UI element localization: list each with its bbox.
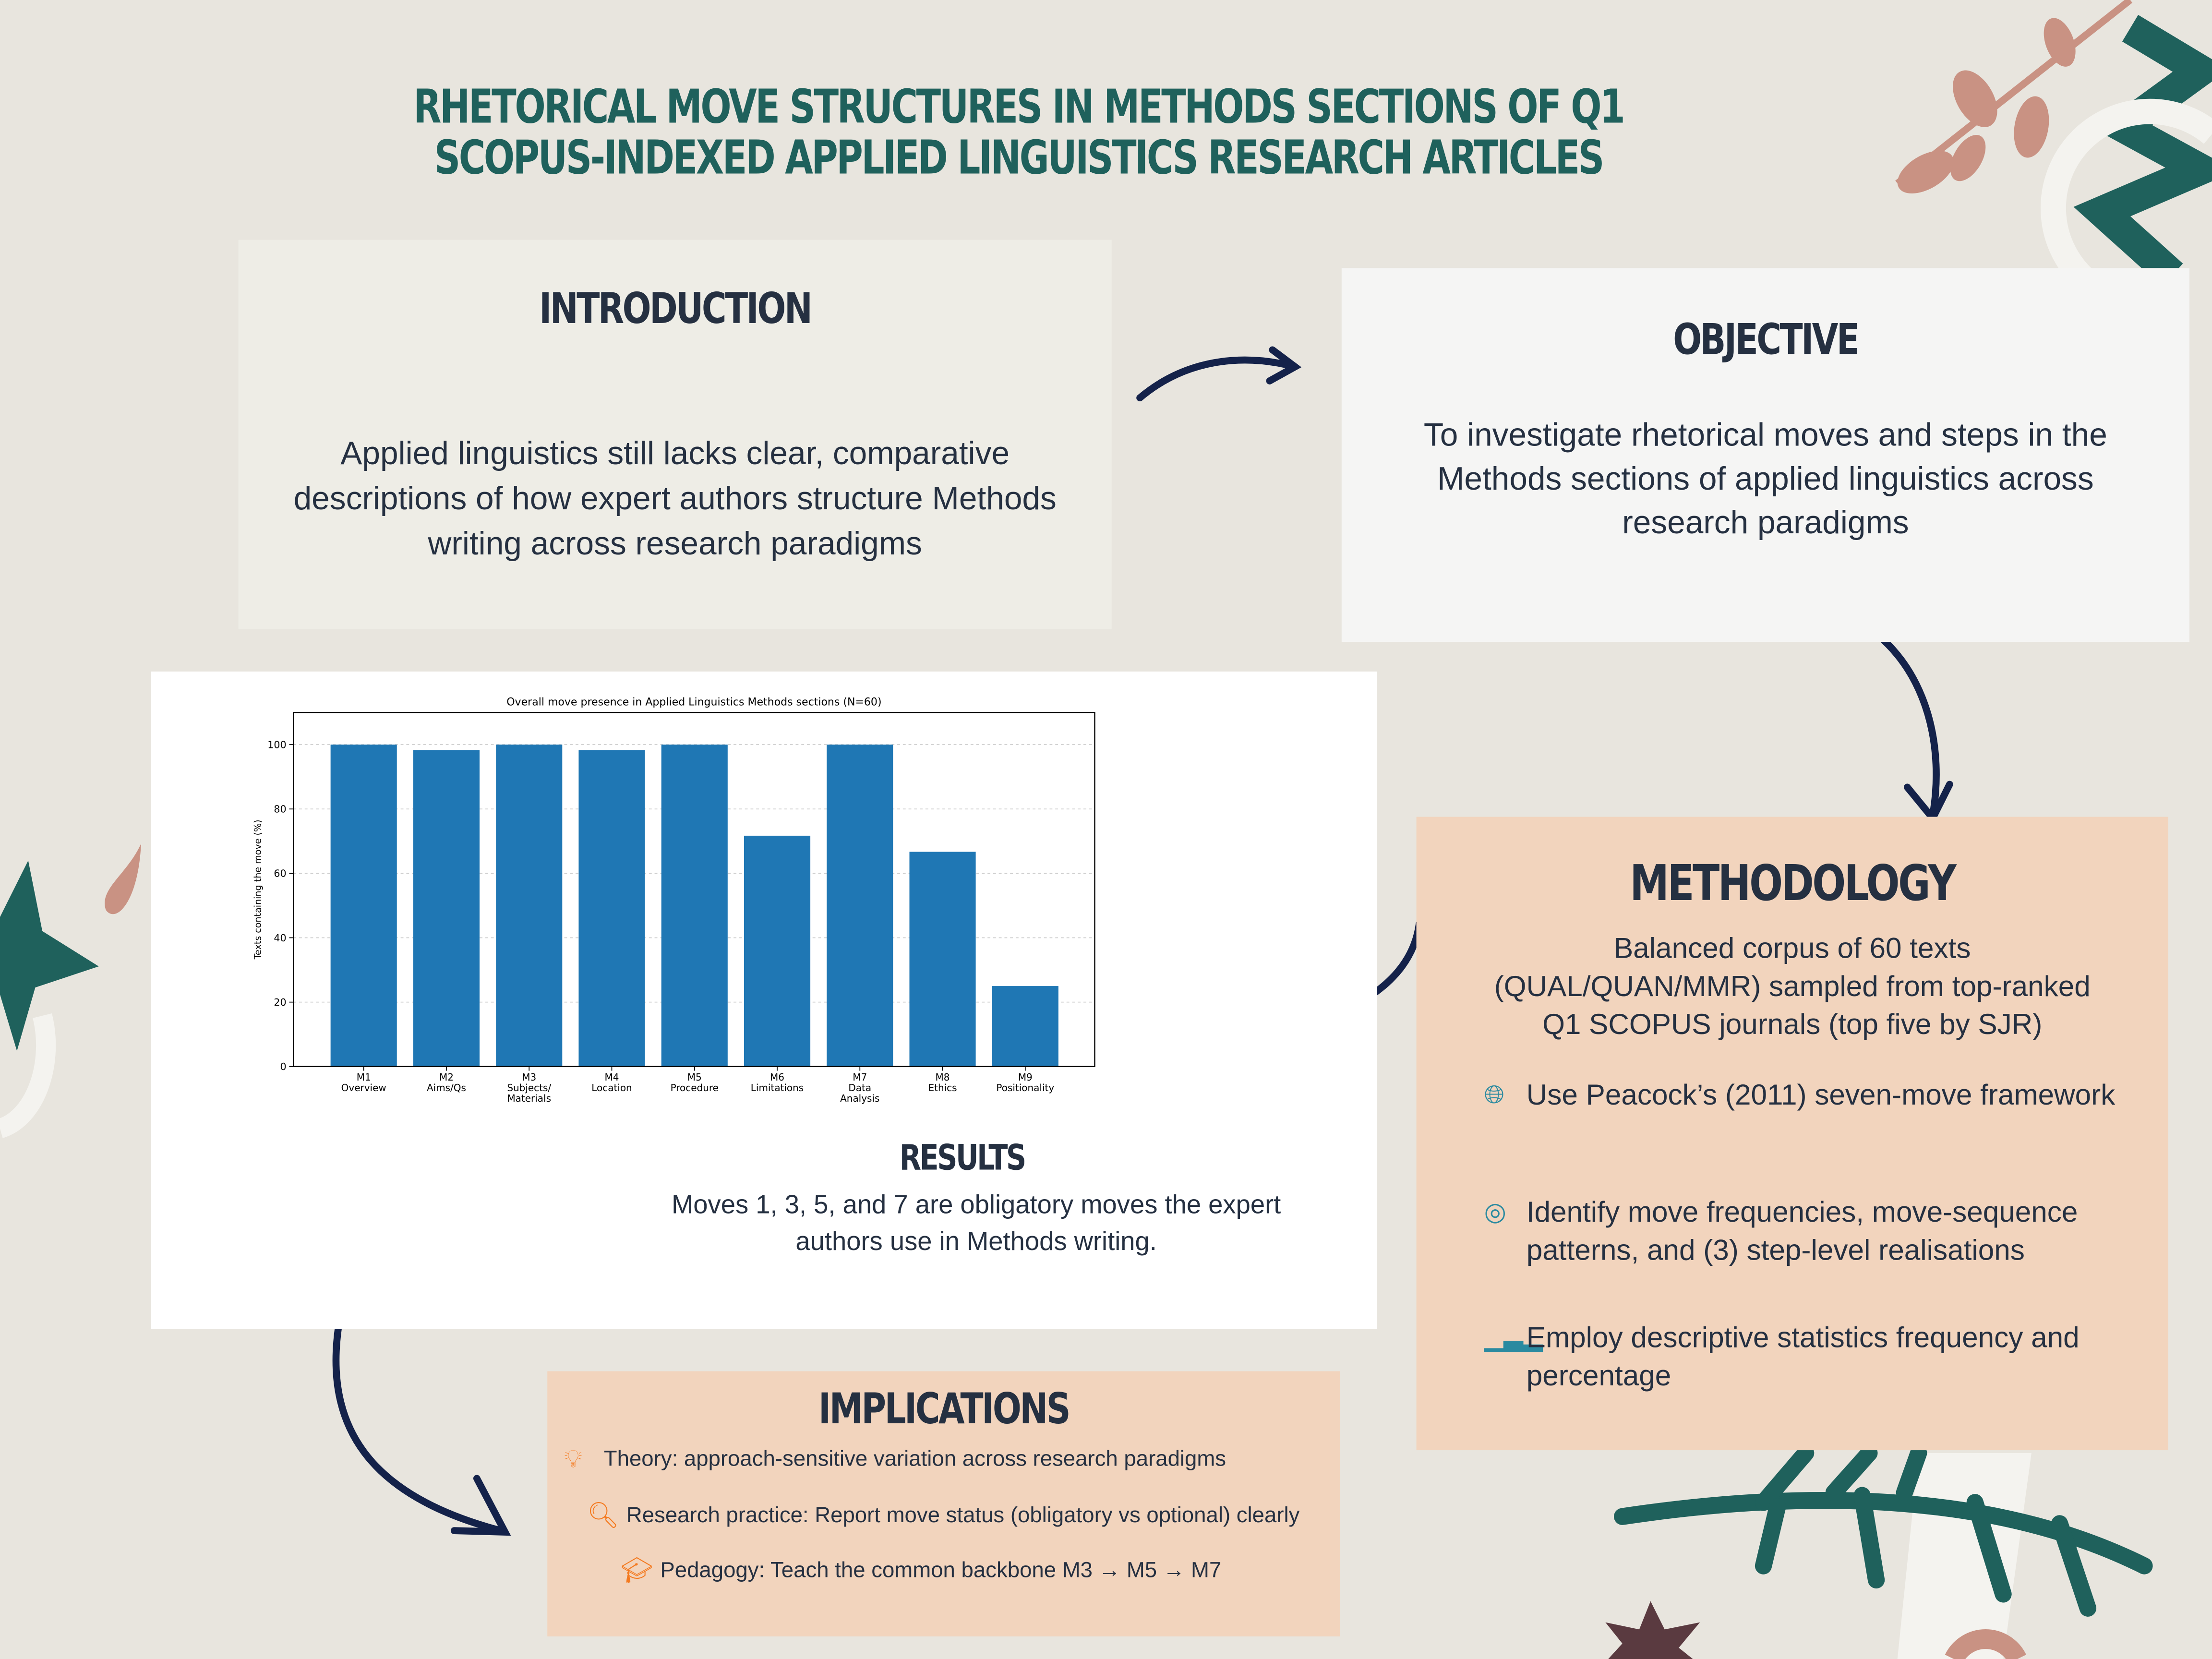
- zigzag-icon: [2073, 15, 2212, 287]
- methodology-item: 🌐︎ Use Peacock’s (2011) seven-move framew…: [1484, 1076, 2162, 1114]
- move-presence-chart: Overall move presence in Applied Linguis…: [252, 696, 1095, 1104]
- bar-m6: [744, 835, 811, 1067]
- bar-m5: [661, 745, 728, 1067]
- bar-m9: [992, 986, 1058, 1067]
- x-tick-label: M3: [522, 1071, 536, 1083]
- methodology-panel: METHODOLOGY Balanced corpus of 60 texts …: [1416, 817, 2168, 1451]
- bar-chart-icon: ▁▃▂: [1484, 1323, 1543, 1352]
- implication-text: Research practice: Report move status (o…: [626, 1503, 1300, 1527]
- leaf-branch-icon: [1895, 0, 2133, 194]
- x-tick-label: Analysis: [840, 1093, 879, 1104]
- bar-m4: [578, 750, 645, 1067]
- introduction-heading: INTRODUCTION: [539, 285, 813, 335]
- chart-title: Overall move presence in Applied Linguis…: [506, 696, 881, 708]
- title-line-2: SCOPUS-INDEXED APPLIED LINGUISTICS RESEA…: [434, 130, 1605, 185]
- star-leaf-icon: [0, 860, 99, 1051]
- introduction-panel: INTRODUCTION Applied linguistics still l…: [238, 240, 1112, 629]
- arrow-results-to-implications: [332, 1322, 505, 1534]
- objective-heading: OBJECTIVE: [1673, 316, 1860, 366]
- implication-text: Theory: approach-sensitive variation acr…: [603, 1446, 1226, 1471]
- x-tick-label: Positionality: [996, 1082, 1054, 1094]
- arc-shape: [1945, 1629, 2026, 1659]
- y-tick-label: 20: [274, 997, 286, 1008]
- implication-item: 💡︎ Theory: approach-sensitive variation a…: [565, 1444, 1226, 1474]
- arrow-objective-to-methodology: [1844, 613, 1940, 819]
- fern-icon: [1613, 1444, 2153, 1617]
- x-tick-label: M7: [853, 1071, 867, 1083]
- x-tick-label: Limitations: [751, 1082, 804, 1094]
- bar-m7: [827, 745, 893, 1067]
- implication-text: Pedagogy: Teach the common backbone M3 →…: [660, 1558, 1222, 1582]
- results-heading: RESULTS: [899, 1137, 1026, 1178]
- x-tick-label: M5: [687, 1071, 702, 1083]
- bar-m1: [330, 745, 397, 1067]
- x-tick-label: Aims/Qs: [427, 1082, 466, 1094]
- y-tick-label: 80: [274, 804, 286, 815]
- graduate-icon: 🎓︎: [621, 1556, 653, 1585]
- bar-m8: [909, 852, 976, 1067]
- methodology-text: Balanced corpus of 60 texts (QUAL/QUAN/M…: [1494, 932, 2091, 1041]
- x-tick-label: M8: [936, 1071, 950, 1083]
- x-tick-label: Ethics: [928, 1082, 957, 1094]
- target-icon: ◎: [1484, 1198, 1506, 1226]
- drop-leaf-icon: [105, 843, 141, 914]
- x-tick-label: Overview: [341, 1082, 386, 1094]
- x-tick-label: Materials: [507, 1093, 551, 1104]
- x-tick-label: M4: [605, 1071, 619, 1083]
- x-tick-label: Location: [591, 1082, 632, 1094]
- lightbulb-icon: 💡︎: [564, 1444, 582, 1473]
- implications-heading: IMPLICATIONS: [818, 1385, 1071, 1435]
- x-tick-label: Data: [848, 1082, 871, 1094]
- x-tick-label: M6: [770, 1071, 784, 1083]
- y-tick-label: 0: [280, 1061, 286, 1072]
- x-tick-label: M2: [439, 1071, 454, 1083]
- methodology-item: ▁▃▂Employ descriptive statistics frequen…: [1484, 1319, 2105, 1395]
- arrow-intro-to-objective: [1136, 356, 1299, 402]
- methodology-heading: METHODOLOGY: [1630, 856, 1957, 913]
- implication-item: 🔍︎ Research practice: Report move status …: [587, 1501, 1300, 1531]
- y-tick-label: 60: [274, 868, 286, 879]
- y-tick-label: 40: [274, 932, 286, 944]
- methodology-item-text: Employ descriptive statistics frequency …: [1526, 1322, 2080, 1393]
- implications-panel: IMPLICATIONS 💡︎ Theory: approach-sensitiv…: [547, 1371, 1340, 1637]
- methodology-item-text: Identify move frequencies, move-sequence…: [1526, 1196, 2078, 1267]
- vase-shape: [1897, 1453, 2032, 1659]
- star-icon: [1605, 1601, 1700, 1659]
- x-tick-label: M1: [357, 1071, 371, 1083]
- x-tick-label: M9: [1018, 1071, 1033, 1083]
- bar-m2: [413, 750, 480, 1067]
- x-tick-label: Procedure: [671, 1082, 719, 1094]
- title-line-1: RHETORICAL MOVE STRUCTURES IN METHODS SE…: [413, 79, 1625, 134]
- results-panel: Overall move presence in Applied Linguis…: [151, 671, 1377, 1329]
- introduction-text: Applied linguistics still lacks clear, c…: [293, 434, 1057, 562]
- y-tick-label: 100: [267, 739, 286, 750]
- objective-panel: OBJECTIVE To investigate rhetorical move…: [1341, 268, 2190, 642]
- methodology-item-text: Use Peacock’s (2011) seven-move framewor…: [1526, 1079, 2116, 1112]
- ring-shape: [2040, 98, 2212, 292]
- ring-shape-left: [0, 1013, 56, 1138]
- plot-frame: [293, 711, 1095, 1067]
- globe-icon: 🌐︎: [1484, 1081, 1504, 1109]
- bar-m3: [496, 745, 563, 1067]
- results-text: Moves 1, 3, 5, and 7 are obligatory move…: [672, 1189, 1281, 1256]
- poster-title: RHETORICAL MOVE STRUCTURES IN METHODS SE…: [358, 79, 1679, 185]
- magnifier-chart-icon: 🔍︎: [587, 1501, 619, 1529]
- objective-text: To investigate rhetorical moves and step…: [1423, 416, 2107, 541]
- x-tick-label: Subjects/: [507, 1082, 551, 1094]
- methodology-item: ◎ Identify move frequencies, move-sequenc…: [1484, 1193, 2147, 1270]
- implication-item: 🎓︎ Pedagogy: Teach the common backbone M3…: [621, 1556, 1221, 1586]
- y-axis-label: Texts containing the move (%): [252, 819, 264, 960]
